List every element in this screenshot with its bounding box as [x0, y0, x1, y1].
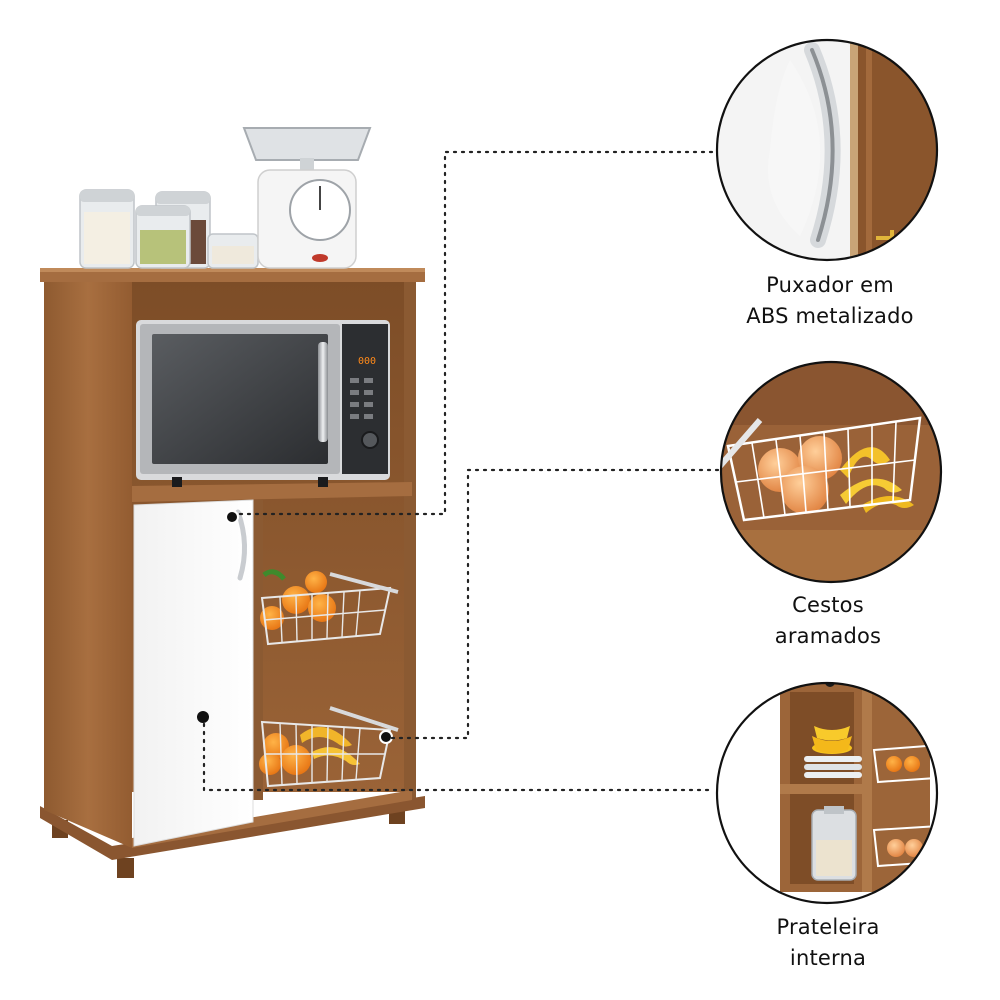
- wire-basket-lower: [259, 706, 399, 788]
- caption-shelf-line-2: interna: [789, 946, 867, 970]
- detail-circle-baskets: [719, 360, 943, 584]
- cabinet-door[interactable]: [133, 499, 254, 847]
- microwave: 000: [136, 320, 390, 487]
- detail-circle-shelf: [715, 681, 939, 905]
- leader-handle: [238, 150, 714, 516]
- ball-icon: [825, 683, 835, 687]
- storage-jars: [79, 189, 259, 269]
- shelf-marker: [197, 711, 209, 723]
- leader-baskets: [390, 468, 720, 740]
- cabinet-top: [40, 270, 425, 282]
- caption-shelf: Prateleira interna: [698, 912, 958, 974]
- door-handle-icon[interactable]: [235, 509, 248, 581]
- handle-marker: [225, 510, 239, 524]
- detail-circle-handle: [715, 38, 939, 262]
- microwave-knob-icon: [361, 431, 379, 449]
- basket-marker: [379, 730, 393, 744]
- microwave-display: 000: [358, 356, 376, 367]
- caption-handle-line-2: ABS metalizado: [746, 304, 914, 328]
- leader-lines: [202, 150, 720, 792]
- cabinet-left-panel: [44, 278, 132, 848]
- microwave-shelf: [132, 482, 412, 502]
- cabinet-bottom: [132, 790, 412, 848]
- leader-shelf: [202, 722, 714, 792]
- kitchen-cabinet: 000: [40, 127, 425, 878]
- caption-baskets-line-2: aramados: [774, 624, 882, 648]
- caption-handle: Puxador em ABS metalizado: [700, 270, 960, 332]
- caption-handle-line-1: Puxador em: [766, 273, 894, 297]
- caption-shelf-line-1: Prateleira: [776, 915, 880, 939]
- cabinet-right-panel: [404, 278, 416, 798]
- caption-baskets-line-1: Cestos: [792, 593, 864, 617]
- cabinet-divider: [253, 500, 263, 800]
- cabinet-foot: [117, 858, 134, 878]
- wire-basket-upper: [260, 569, 399, 646]
- kitchen-scale: [242, 127, 372, 269]
- caption-baskets: Cestos aramados: [698, 590, 958, 652]
